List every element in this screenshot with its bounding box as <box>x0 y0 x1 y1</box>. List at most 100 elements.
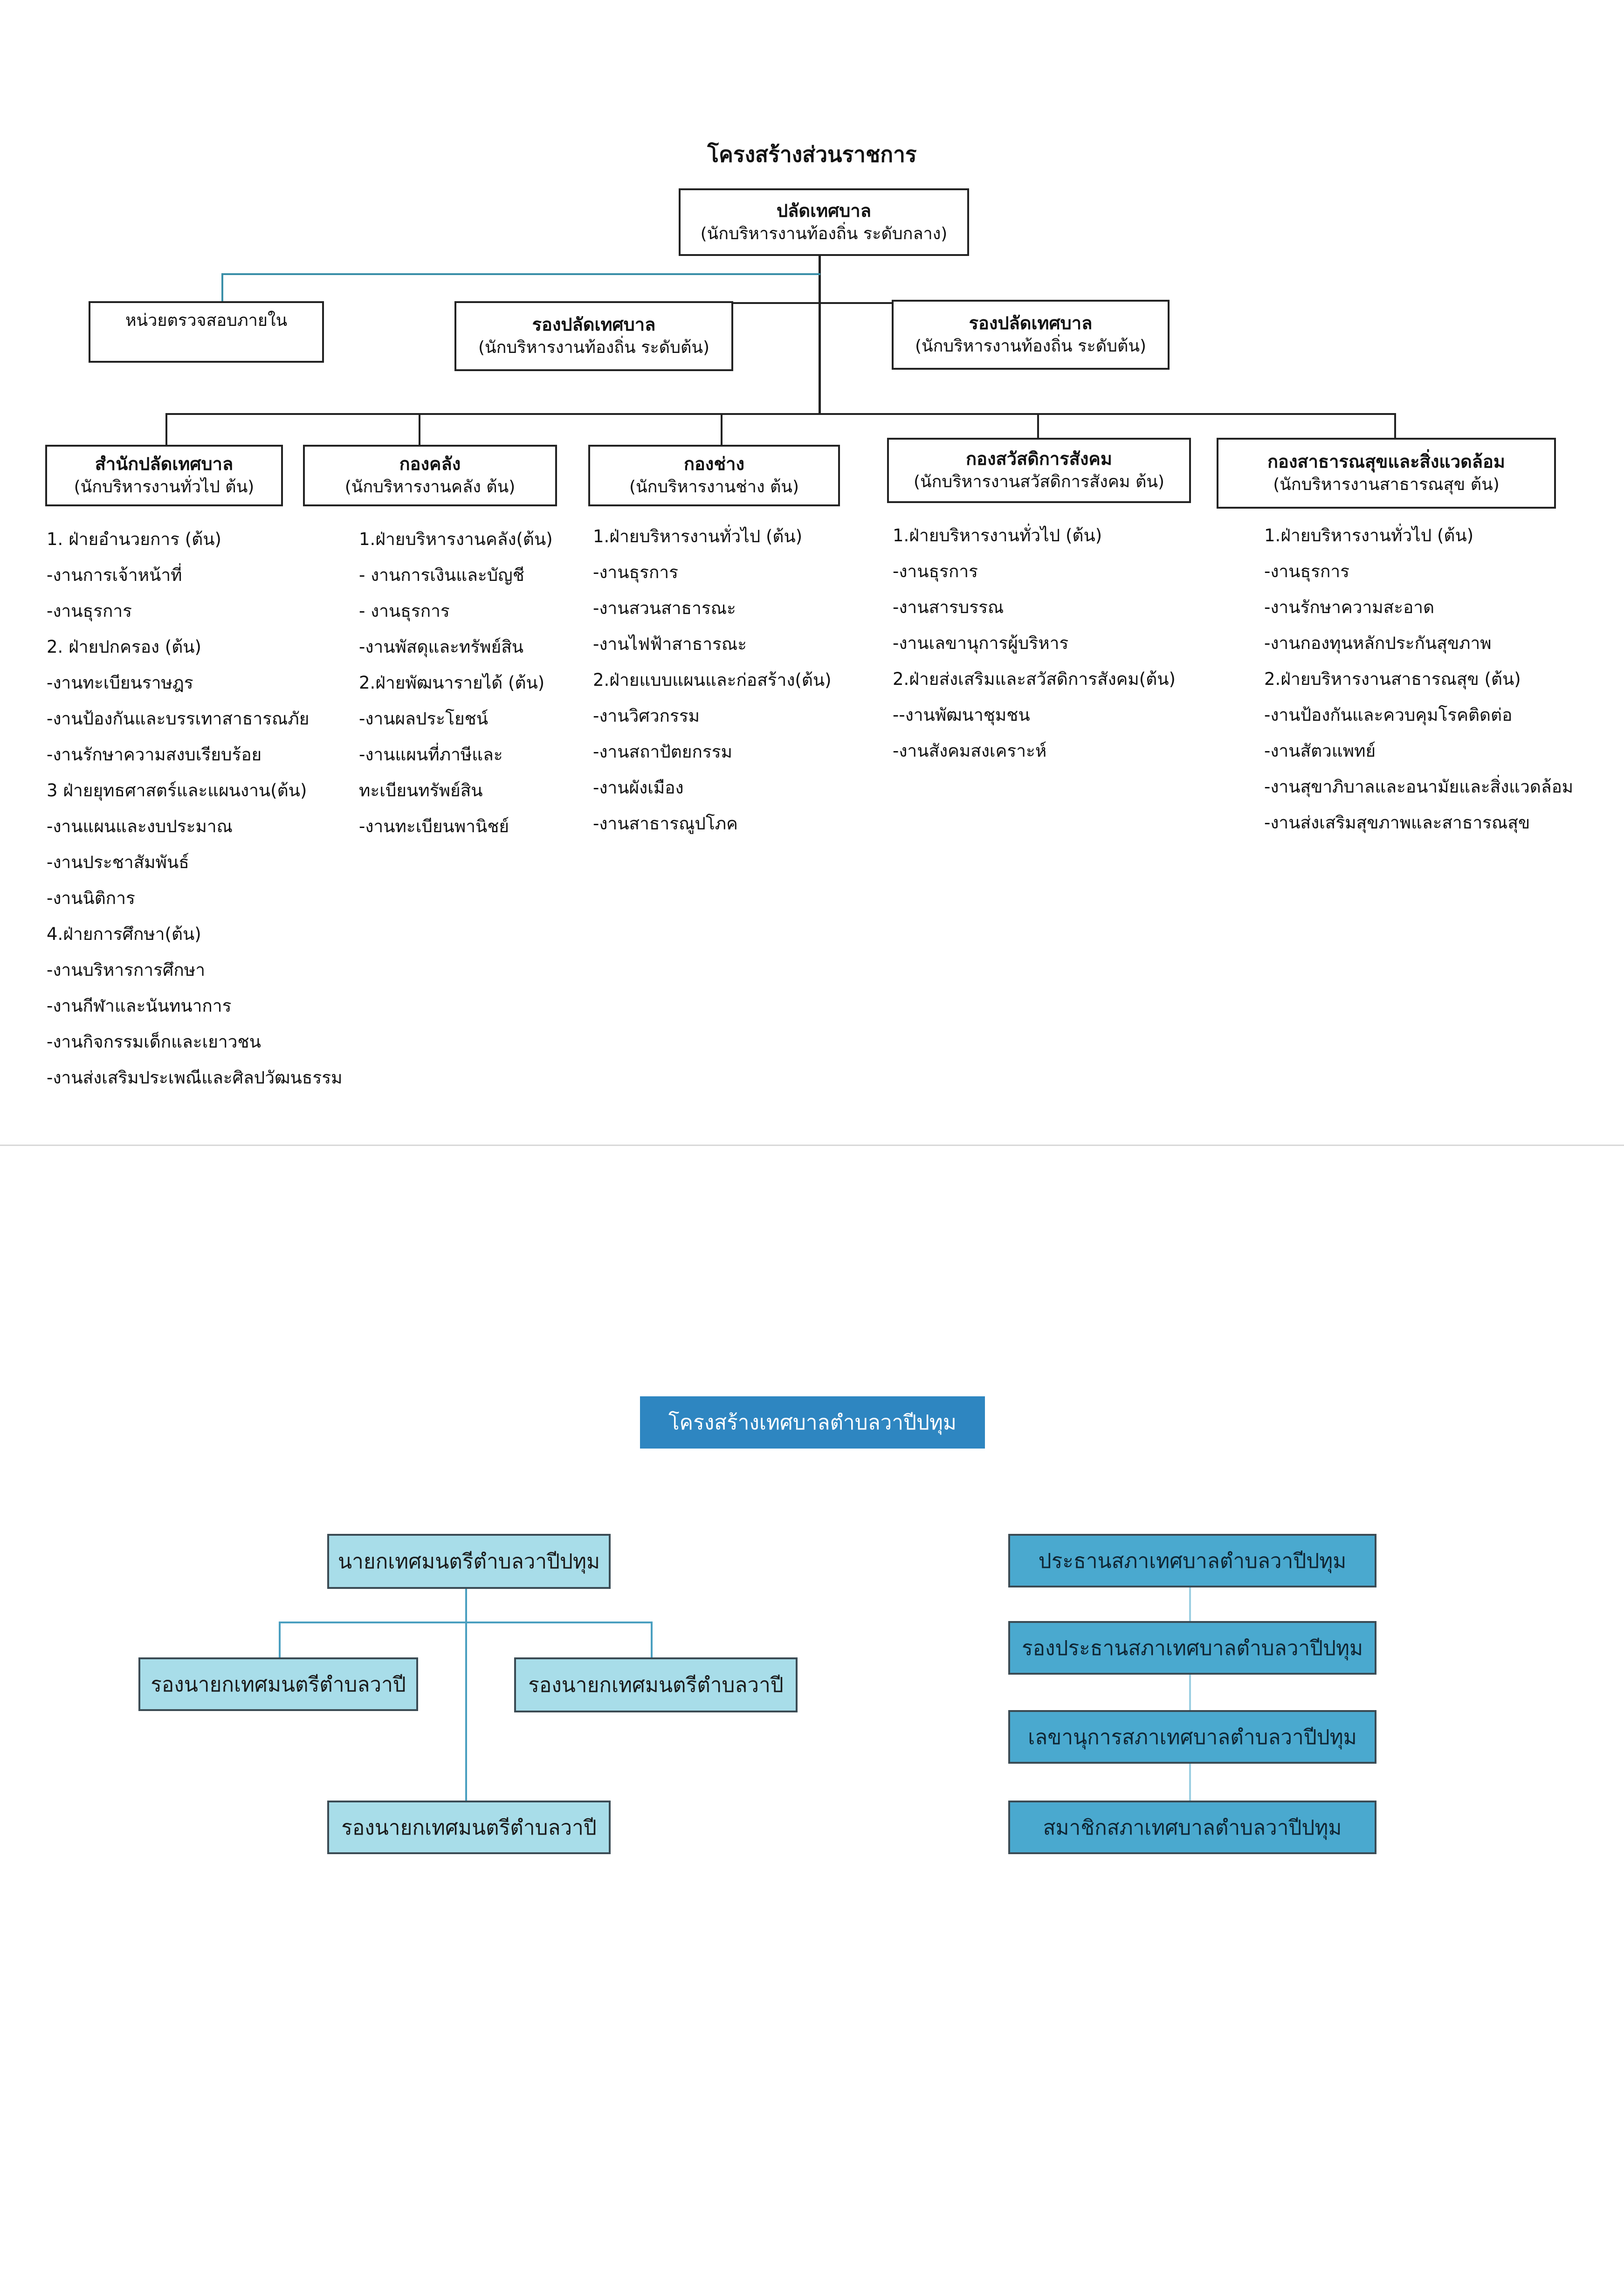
mayor-branch-right-drop <box>651 1622 653 1659</box>
list-item: -งานพัสดุและทรัพย์สิน <box>359 637 524 657</box>
list-item: - งานการเงินและบัญชี <box>359 565 524 585</box>
mayor-label: นายกเทศมนตรีตำบลวาปีปทุม <box>338 1550 600 1573</box>
division-box-public-health: กองสาธารณสุขและสิ่งแวดล้อม (นักบริหารงาน… <box>1217 438 1556 509</box>
mayor-branch-left-drop <box>279 1622 281 1659</box>
division-list-office-of-clerk: 1. ฝ่ายอำนวยการ (ต้น) -งานการเจ้าหน้าที่… <box>47 521 342 1096</box>
list-item: 2. ฝ่ายปกครอง (ต้น) <box>47 637 201 657</box>
list-item: -งานธุรการ <box>893 561 978 581</box>
internal-audit-box: หน่วยตรวจสอบภายใน <box>89 301 324 363</box>
deputy-mayor-bottom-label: รองนายกเทศมนตรีตำบลวาปี <box>341 1815 597 1840</box>
list-item: -งานไฟฟ้าสาธารณะ <box>593 634 747 654</box>
list-item: ทะเบียนทรัพย์สิน <box>359 780 483 800</box>
council-chair-label: ประธานสภาเทศบาลตำบลวาปีปทุม <box>1038 1549 1347 1573</box>
list-item: -งานวิศวกรรม <box>593 706 700 726</box>
division-title: กองคลัง <box>399 454 461 475</box>
list-item: -งานบริหารการศึกษา <box>47 960 205 980</box>
audit-drop-line <box>221 273 223 301</box>
list-item: -งานสัตวแพทย์ <box>1264 741 1376 761</box>
list-item: -งานสังคมสงเคราะห์ <box>893 741 1047 761</box>
council-connector-line <box>1189 1586 1191 1801</box>
list-item: 2.ฝ่ายส่งเสริมและสวัสดิการสังคม(ต้น) <box>893 669 1176 689</box>
list-item: -งานทะเบียนพานิชย์ <box>359 816 509 836</box>
list-item: -งานธุรการ <box>47 601 132 621</box>
division-drop-5 <box>1394 413 1396 439</box>
division-title: สำนักปลัดเทศบาล <box>95 454 234 475</box>
division-drop-3 <box>721 413 723 446</box>
list-item: 4.ฝ่ายการศึกษา(ต้น) <box>47 924 201 944</box>
org-chart-title: โครงสร้างส่วนราชการ <box>707 142 917 167</box>
deputy-connector-line <box>592 302 895 304</box>
mayor-trunk-line <box>465 1587 467 1801</box>
deputy-mayor-bottom-box: รองนายกเทศมนตรีตำบลวาปี <box>327 1801 611 1854</box>
list-item: -งานธุรการ <box>1264 561 1349 581</box>
division-drop-2 <box>419 413 420 446</box>
division-drop-1 <box>165 413 167 446</box>
council-vice-chair-box: รองประธานสภาเทศบาลตำบลวาปีปทุม <box>1008 1621 1376 1675</box>
division-subtitle: (นักบริหารงานทั่วไป ต้น) <box>74 477 255 497</box>
root-subtitle: (นักบริหารงานท้องถิ่น ระดับกลาง) <box>700 224 948 243</box>
list-item: 2.ฝ่ายแบบแผนและก่อสร้าง(ต้น) <box>593 670 832 690</box>
council-members-label: สมาชิกสภาเทศบาลตำบลวาปีปทุม <box>1043 1815 1342 1840</box>
deputy-mayor-right-label: รองนายกเทศมนตรีตำบลวาปี <box>528 1673 784 1697</box>
list-item: -งานรักษาความสะอาด <box>1264 597 1435 617</box>
division-subtitle: (นักบริหารงานช่าง ต้น) <box>629 477 799 497</box>
list-item: -งานการเจ้าหน้าที่ <box>47 565 182 585</box>
list-item: -งานส่งเสริมสุขภาพและสาธารณสุข <box>1264 813 1530 833</box>
list-item: - งานธุรการ <box>359 601 450 621</box>
deputy-mayor-left-box: รองนายกเทศมนตรีตำบลวาปี <box>138 1657 418 1711</box>
list-item: -งานเลขานุการผู้บริหาร <box>893 633 1069 653</box>
list-item: -งานแผนและงบประมาณ <box>47 816 233 836</box>
root-title: ปลัดเทศบาล <box>777 200 871 221</box>
division-box-finance: กองคลัง (นักบริหารงานคลัง ต้น) <box>303 445 557 506</box>
council-chair-box: ประธานสภาเทศบาลตำบลวาปีปทุม <box>1008 1534 1376 1587</box>
council-secretary-label: เลขานุการสภาเทศบาลตำบลวาปีปทุม <box>1028 1725 1357 1749</box>
deputy-clerk-right-title: รองปลัดเทศบาล <box>969 313 1093 334</box>
division-subtitle: (นักบริหารงานคลัง ต้น) <box>344 477 516 497</box>
division-title: กองสาธารณสุขและสิ่งแวดล้อม <box>1267 451 1505 472</box>
list-item: 1. ฝ่ายอำนวยการ (ต้น) <box>47 529 221 549</box>
list-item: -งานกีฬาและนันทนาการ <box>47 996 232 1016</box>
council-secretary-box: เลขานุการสภาเทศบาลตำบลวาปีปทุม <box>1008 1710 1376 1764</box>
list-item: -งานธุรการ <box>593 562 678 582</box>
deputy-mayor-right-box: รองนายกเทศมนตรีตำบลวาปี <box>514 1657 798 1712</box>
list-item: 1.ฝ่ายบริหารงานคลัง(ต้น) <box>359 529 553 549</box>
deputy-clerk-left-subtitle: (นักบริหารงานท้องถิ่น ระดับต้น) <box>478 338 710 358</box>
audit-connector-line <box>221 273 820 275</box>
deputy-clerk-left-title: รองปลัดเทศบาล <box>532 314 656 335</box>
council-members-box: สมาชิกสภาเทศบาลตำบลวาปีปทุม <box>1008 1801 1376 1854</box>
list-item: -งานแผนที่ภาษีและ <box>359 745 503 765</box>
division-title: กองช่าง <box>683 454 745 475</box>
division-subtitle: (นักบริหารงานสวัสดิการสังคม ต้น) <box>913 472 1165 492</box>
division-box-engineering: กองช่าง (นักบริหารงานช่าง ต้น) <box>588 445 840 506</box>
list-item: -งานสวนสาธารณะ <box>593 598 736 618</box>
division-list-public-health: 1.ฝ่ายบริหารงานทั่วไป (ต้น) -งานธุรการ -… <box>1264 518 1573 841</box>
list-item: -งานสาธารณูปโภค <box>593 814 738 834</box>
list-item: -งานรักษาความสงบเรียบร้อย <box>47 745 262 765</box>
division-list-finance: 1.ฝ่ายบริหารงานคลัง(ต้น) - งานการเงินและ… <box>359 521 553 844</box>
list-item: -งานทะเบียนราษฎร <box>47 673 193 693</box>
list-item: -งานกิจกรรมเด็กและเยาวชน <box>47 1032 261 1052</box>
list-item: -งานสารบรรณ <box>893 597 1004 617</box>
deputy-clerk-left-box: รองปลัดเทศบาล (นักบริหารงานท้องถิ่น ระดั… <box>454 301 733 371</box>
list-item: 2.ฝ่ายพัฒนารายได้ (ต้น) <box>359 673 545 693</box>
division-list-engineering: 1.ฝ่ายบริหารงานทั่วไป (ต้น) -งานธุรการ -… <box>593 518 832 842</box>
root-box-municipal-clerk: ปลัดเทศบาล (นักบริหารงานท้องถิ่น ระดับกล… <box>679 188 969 256</box>
list-item: 1.ฝ่ายบริหารงานทั่วไป (ต้น) <box>1264 525 1474 545</box>
list-item: 1.ฝ่ายบริหารงานทั่วไป (ต้น) <box>893 525 1102 545</box>
municipality-structure-banner: โครงสร้างเทศบาลตำบลวาปีปทุม <box>640 1396 985 1449</box>
list-item: -งานส่งเสริมประเพณีและศิลปวัฒนธรรม <box>47 1068 343 1088</box>
list-item: -งานกองทุนหลักประกันสุขภาพ <box>1264 633 1492 653</box>
banner-title: โครงสร้างเทศบาลตำบลวาปีปทุม <box>668 1411 957 1435</box>
page-divider <box>0 1145 1624 1146</box>
division-title: กองสวัสดิการสังคม <box>966 449 1112 469</box>
division-list-social-welfare: 1.ฝ่ายบริหารงานทั่วไป (ต้น) -งานธุรการ -… <box>893 518 1176 769</box>
list-item: 2.ฝ่ายบริหารงานสาธารณสุข (ต้น) <box>1264 669 1521 689</box>
list-item: -งานประชาสัมพันธ์ <box>47 852 189 872</box>
division-box-office-of-clerk: สำนักปลัดเทศบาล (นักบริหารงานทั่วไป ต้น) <box>45 445 283 506</box>
list-item: --งานพัฒนาชุมชน <box>893 705 1030 725</box>
list-item: -งานผลประโยชน์ <box>359 709 489 729</box>
division-drop-4 <box>1037 413 1039 439</box>
deputy-clerk-right-box: รองปลัดเทศบาล (นักบริหารงานท้องถิ่น ระดั… <box>892 300 1170 370</box>
deputy-clerk-right-subtitle: (นักบริหารงานท้องถิ่น ระดับต้น) <box>915 337 1147 356</box>
list-item: -งานนิติการ <box>47 888 135 908</box>
